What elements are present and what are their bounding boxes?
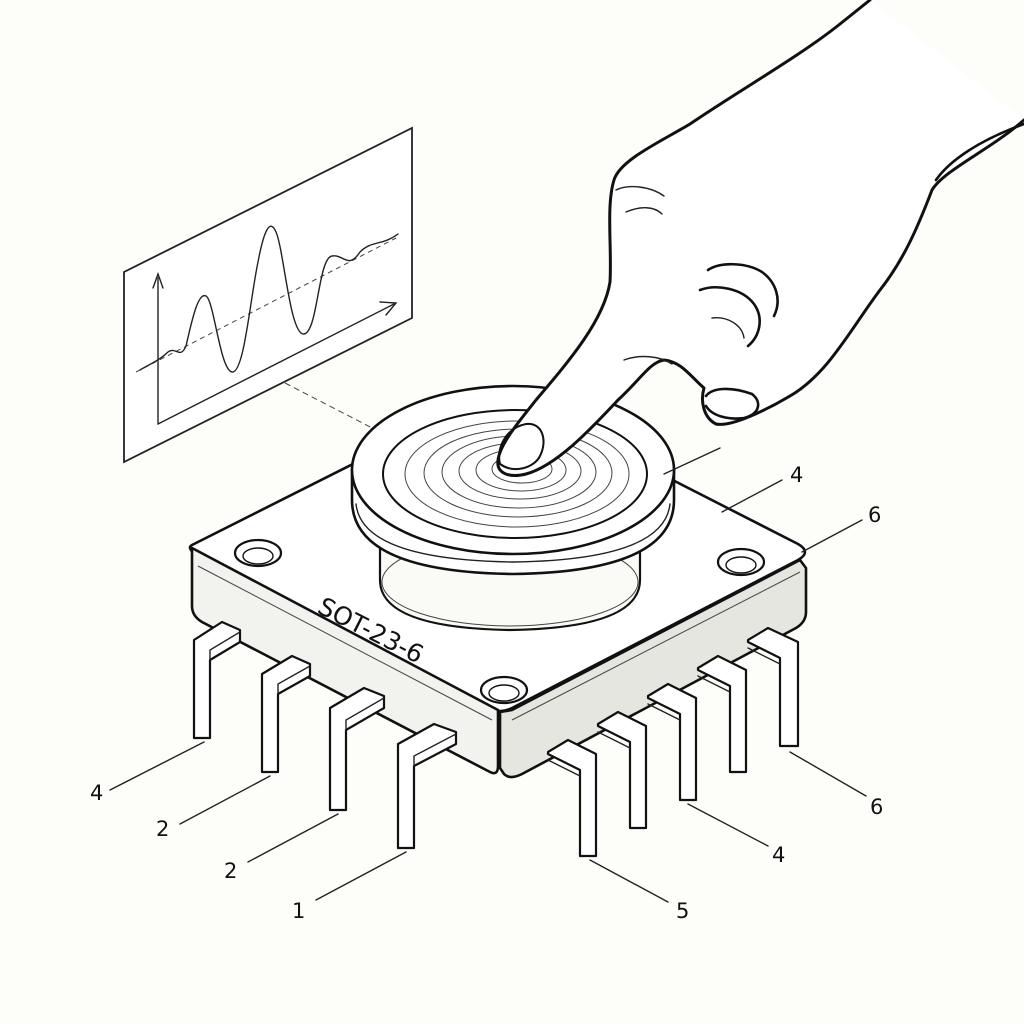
pin-lead	[260, 654, 312, 774]
pin-lead	[546, 738, 598, 858]
pin-lead	[192, 620, 242, 740]
pointing-hand-icon	[496, 0, 1024, 477]
pin-label: 4	[772, 843, 785, 867]
mounting-hole	[479, 675, 529, 705]
pin-label: 4	[790, 463, 803, 487]
pin-label: 6	[868, 503, 881, 527]
pin-lead	[746, 626, 800, 748]
pin-label: 2	[156, 817, 169, 841]
pin-label: 6	[870, 795, 883, 819]
mounting-hole	[716, 547, 766, 577]
pin-label: 2	[224, 859, 237, 883]
pin-label: 1	[292, 899, 305, 923]
pin-lead	[396, 722, 458, 850]
pin-label: 4	[90, 781, 103, 805]
pin-lead	[328, 686, 386, 812]
leader-lines	[109, 447, 867, 903]
pin-lead	[696, 654, 748, 774]
mounting-hole	[233, 538, 283, 568]
waveform-graph-icon	[123, 126, 444, 465]
pin-label: 5	[676, 899, 689, 923]
pin-lead	[596, 710, 648, 830]
touch-sensor-pad-icon	[350, 384, 676, 632]
pin-lead	[646, 682, 698, 802]
